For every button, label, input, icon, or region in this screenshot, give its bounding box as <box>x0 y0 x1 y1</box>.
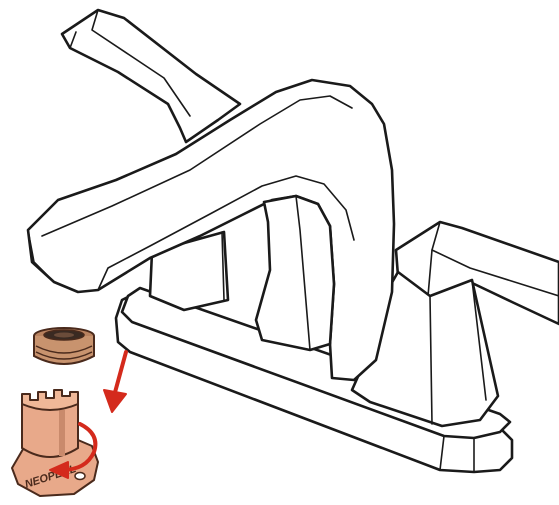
down-arrow-icon <box>104 352 126 412</box>
left-handle <box>62 10 240 142</box>
aerator-key-tool-icon: NEOPERL <box>12 390 98 496</box>
aerator-icon <box>34 328 94 364</box>
